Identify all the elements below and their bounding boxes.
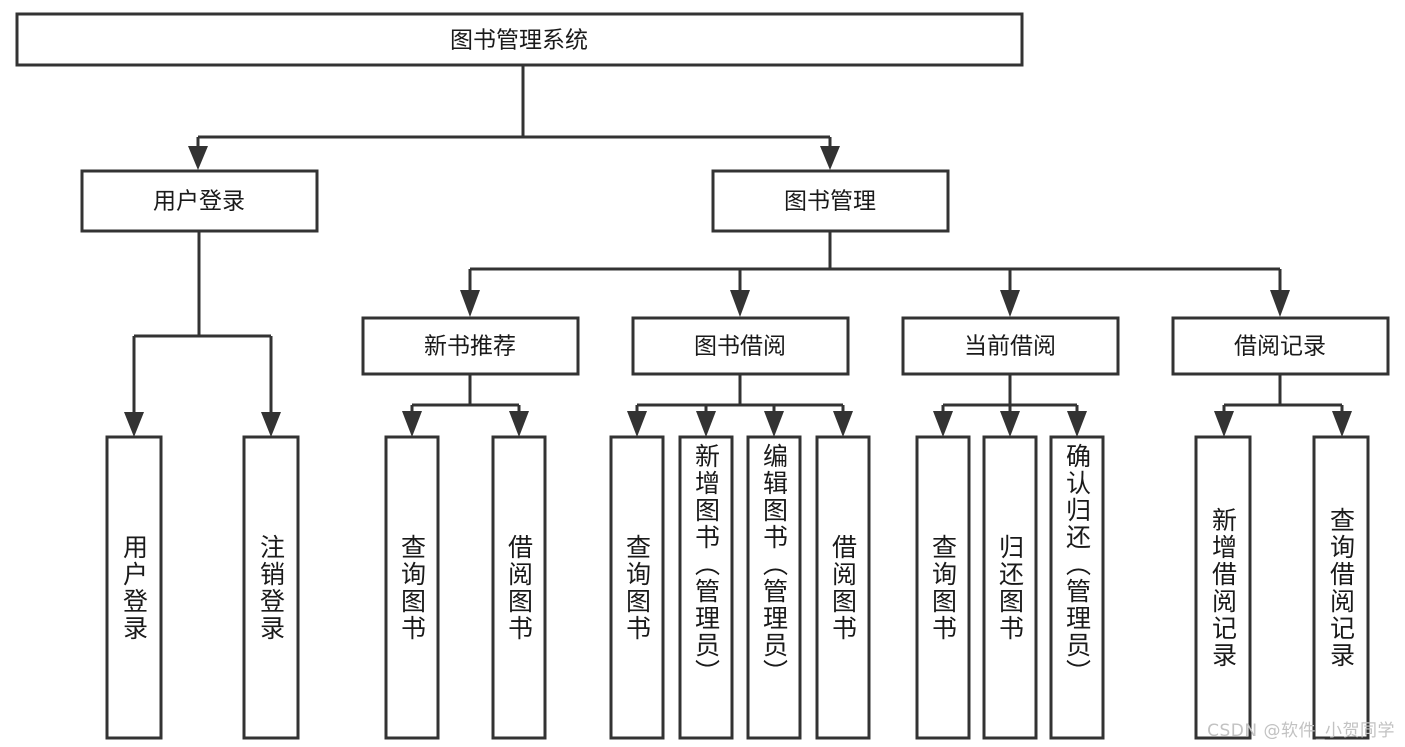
arrow-head-leaf-return-book	[1000, 411, 1020, 437]
node-book-borrow-label: 图书借阅	[694, 334, 786, 360]
node-book-management[interactable]	[711, 169, 950, 233]
arrow-head-leaf-borrow-book-nb	[509, 411, 529, 437]
arrow-head-user-login	[188, 146, 208, 170]
node-borrow-records[interactable]	[1171, 316, 1390, 376]
leaf-box-edit-book[interactable]	[746, 435, 802, 740]
leaf-box-query-book-bb[interactable]	[609, 435, 665, 740]
node-new-book-recommend-label: 新书推荐	[424, 334, 516, 360]
arrow-head-current-borrow	[1000, 290, 1020, 317]
node-current-borrow-label: 当前借阅	[964, 334, 1056, 360]
leaf-box-add-book[interactable]	[678, 435, 734, 740]
arrow-head-leaf-borrow-book-bb	[833, 411, 853, 437]
arrow-head-new-book-recommend	[460, 290, 480, 317]
node-new-book-recommend[interactable]	[361, 316, 580, 376]
leaf-box-borrow-book-bb[interactable]	[815, 435, 871, 740]
arrow-head-leaf-query-book-nb	[402, 411, 422, 437]
node-borrow-records-label: 借阅记录	[1234, 334, 1326, 360]
arrow-head-leaf-edit-book	[764, 411, 784, 437]
leaf-box-add-record[interactable]	[1194, 435, 1252, 740]
arrow-head-leaf-user-login	[124, 412, 144, 437]
node-root-label: 图书管理系统	[450, 28, 588, 54]
arrow-head-leaf-query-record	[1332, 411, 1352, 437]
leaf-box-confirm-return[interactable]	[1049, 435, 1105, 740]
leaf-box-query-record[interactable]	[1312, 435, 1370, 740]
leaf-box-logout[interactable]	[242, 435, 300, 740]
csdn-watermark: CSDN @软件_小贺同学	[1207, 721, 1395, 741]
arrow-head-leaf-add-record	[1214, 411, 1234, 437]
leaf-box-query-book-cb[interactable]	[915, 435, 971, 740]
arrow-head-leaf-confirm-return	[1067, 411, 1087, 437]
leaf-box-return-book[interactable]	[982, 435, 1038, 740]
leaf-box-borrow-book-nb[interactable]	[491, 435, 547, 740]
node-user-login-label: 用户登录	[153, 189, 245, 215]
arrow-head-leaf-query-book-cb	[933, 411, 953, 437]
node-current-borrow[interactable]	[901, 316, 1120, 376]
leaf-box-user-login[interactable]	[105, 435, 163, 740]
node-root-library-management-system[interactable]	[15, 12, 1024, 67]
node-book-borrow[interactable]	[631, 316, 850, 376]
arrow-head-leaf-query-book-bb	[627, 411, 647, 437]
arrow-head-book-borrow	[730, 290, 750, 317]
node-book-management-label: 图书管理	[784, 189, 876, 215]
arrow-head-book-management	[820, 146, 840, 170]
leaf-box-query-book-nb[interactable]	[384, 435, 440, 740]
arrow-head-borrow-records	[1270, 290, 1290, 317]
arrow-head-leaf-logout	[261, 412, 281, 437]
arrow-head-leaf-add-book	[696, 411, 716, 437]
